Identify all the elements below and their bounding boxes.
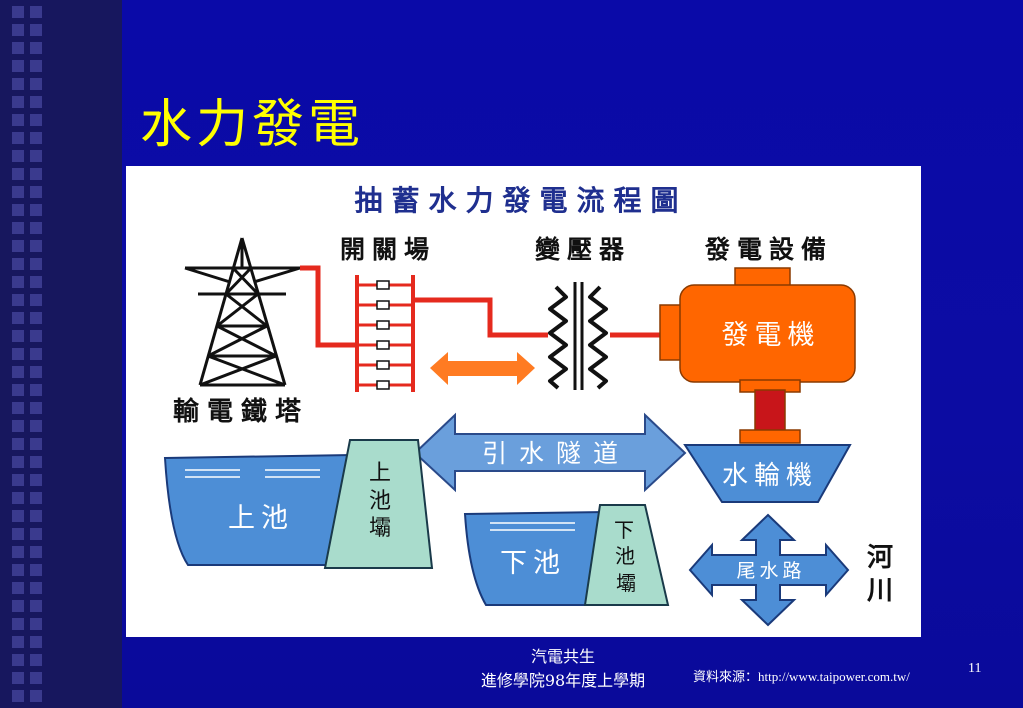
label-river-char-2: 川 xyxy=(867,576,893,606)
lower-pool xyxy=(463,510,607,606)
footer-source: 資料來源：http://www.taipower.com.tw/ xyxy=(693,669,910,684)
label-transformer: 變壓器 xyxy=(535,235,631,264)
label-transmission-tower: 輸電鐵塔 xyxy=(173,396,309,427)
tailrace-label: 尾水路 xyxy=(736,560,805,582)
double-arrow-icon xyxy=(430,352,535,385)
transformer-icon xyxy=(548,282,608,390)
lower-dam xyxy=(583,504,670,606)
left-decor-strip xyxy=(0,0,122,708)
label-switchyard: 開關場 xyxy=(340,235,436,264)
upper-dam-char-2: 池 xyxy=(369,489,391,514)
lower-pool-label: 下池 xyxy=(500,548,566,579)
lower-pool-water-lines xyxy=(490,522,575,531)
lower-dam-char-2: 池 xyxy=(615,544,635,568)
lower-dam-char-3: 壩 xyxy=(616,571,636,595)
square-pattern-decor xyxy=(6,0,42,708)
upper-dam xyxy=(323,439,434,569)
generator-label: 發電機 xyxy=(722,320,821,351)
upper-dam-char-1: 上 xyxy=(369,461,391,486)
slide-title: 水力發電 xyxy=(140,95,365,155)
tunnel-label: 引水隧道 xyxy=(482,439,630,468)
label-generation-equipment: 發電設備 xyxy=(704,235,833,264)
page-number: 11 xyxy=(968,661,982,676)
footer-line-2: 進修學院98年度上學期 xyxy=(480,671,646,690)
switchyard-icon xyxy=(355,275,415,392)
upper-pool-water-lines xyxy=(185,469,320,478)
diagram-title: 抽蓄水力發電流程圖 xyxy=(354,184,687,217)
four-way-arrow-icon xyxy=(688,513,850,627)
diagram-canvas: 抽蓄水力發電流程圖 開關場 變壓器 發電設備 輸電鐵塔 河 川 xyxy=(163,184,893,627)
generator-icon xyxy=(659,267,856,444)
footer-line-1: 汽電共生 xyxy=(530,647,595,666)
label-river-char-1: 河 xyxy=(867,543,893,573)
pumped-storage-diagram: 抽蓄水力發電流程圖 開關場 變壓器 發電設備 輸電鐵塔 河 川 xyxy=(126,166,921,637)
tunnel-arrow xyxy=(413,412,687,493)
transmission-tower-icon xyxy=(184,237,301,387)
upper-pool-label: 上池 xyxy=(228,503,294,534)
turbine-label: 水輪機 xyxy=(722,461,818,491)
upper-pool xyxy=(163,453,353,566)
power-line xyxy=(300,265,660,348)
upper-dam-char-3: 壩 xyxy=(369,516,391,541)
lower-dam-char-1: 下 xyxy=(614,518,634,542)
turbine-icon xyxy=(683,444,852,503)
